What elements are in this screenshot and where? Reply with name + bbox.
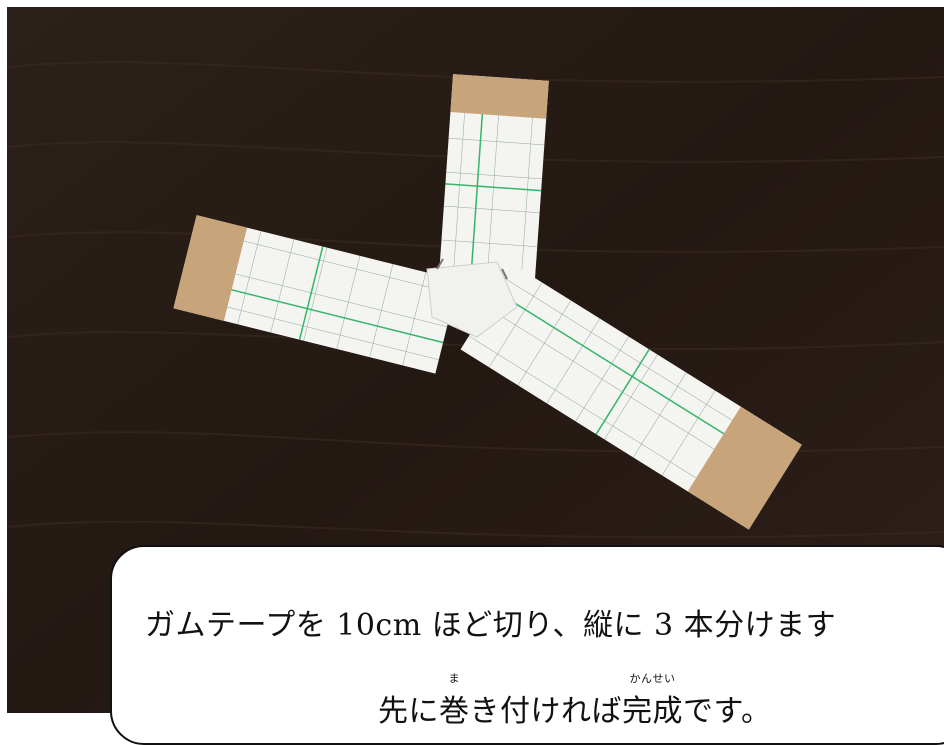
caption-box	[110, 545, 944, 745]
staple	[501, 268, 508, 280]
caption-line-1: ガムテープを 10cm ほど切り、縦に 3 本分けます	[145, 608, 837, 643]
boomerang-center	[426, 261, 518, 338]
caption-text: き付ければ	[469, 694, 622, 729]
caption-text: です。	[683, 694, 772, 729]
caption-text: 先に	[378, 694, 439, 729]
ruby-kansei: 完成かんせい	[622, 672, 683, 730]
boomerang-arm-top	[438, 74, 549, 291]
boomerang-arm-left	[173, 215, 459, 374]
tape-tip-top	[450, 74, 549, 119]
ruby-reading: ま	[448, 672, 460, 685]
ruby-base: 巻	[439, 694, 470, 729]
boomerang-arm-right	[460, 264, 802, 530]
tape-tip-right	[687, 406, 802, 530]
ruby-maki: 巻ま	[439, 672, 470, 730]
tape-tip-left	[173, 215, 248, 321]
caption-line-2: 先に巻まき付ければ完成 かんせいです。	[378, 672, 772, 730]
staple	[436, 258, 444, 270]
ruby-base: 完成	[622, 694, 683, 729]
ruby-reading: かんせい	[629, 672, 676, 685]
